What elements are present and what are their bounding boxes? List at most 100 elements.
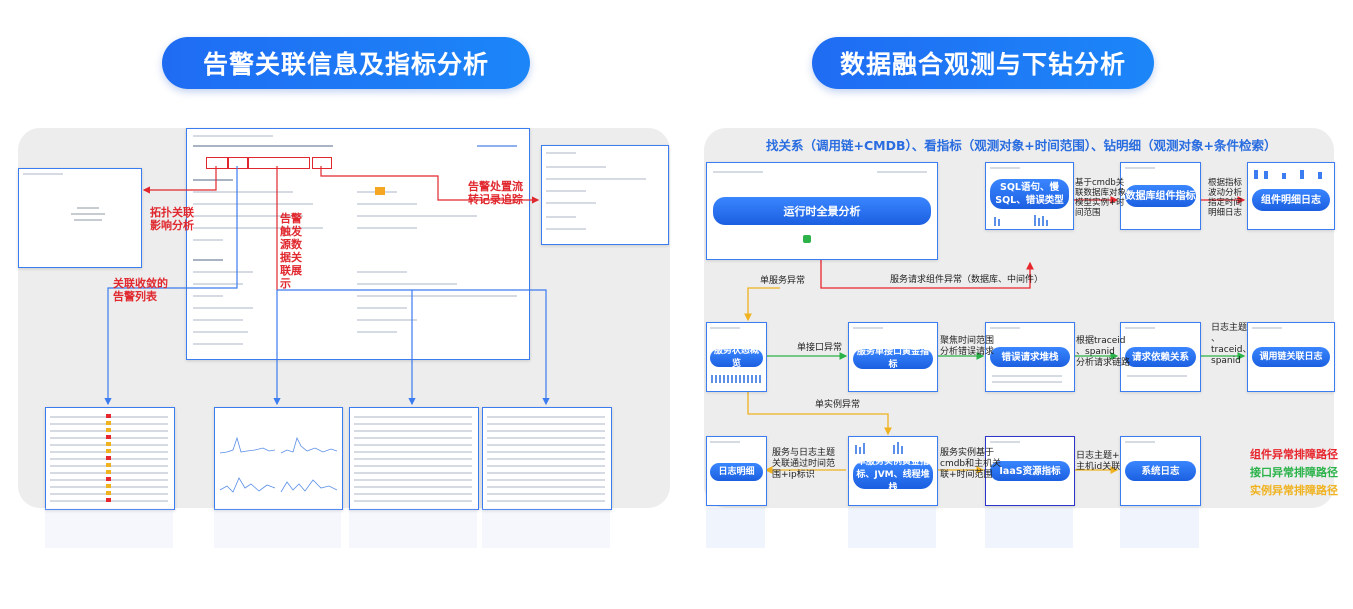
table-row <box>487 465 605 467</box>
flow-record-screenshot <box>541 145 669 245</box>
status-icon <box>803 235 811 243</box>
table-row <box>487 437 605 439</box>
table-row <box>487 416 605 418</box>
table-row <box>487 472 605 474</box>
topology-screenshot <box>18 168 142 268</box>
node-inst[interactable]: 单服务实例黄金指标、JVM、线程堆栈 <box>848 436 938 506</box>
table-row <box>354 472 472 474</box>
annotation-flow: 告警处置流 转记录追踪 <box>468 180 523 206</box>
highlight-box <box>312 157 332 169</box>
legend-instance: 实例异常排障路径 <box>1250 484 1338 497</box>
edge-label-db-log: 根据指标 波动分析 指定时间 明细日志 <box>1208 178 1243 218</box>
edge-label-single-svc: 单服务异常 <box>760 276 806 286</box>
source-data-screenshot <box>349 407 479 510</box>
table-row <box>354 465 472 467</box>
log-detail-button[interactable]: 日志明细 <box>710 463 763 481</box>
table-row <box>487 451 605 453</box>
status-cell <box>106 477 111 481</box>
err-stack-button[interactable]: 错误请求堆栈 <box>990 347 1070 367</box>
node-sql[interactable]: SQL语句、慢SQL、错误类型 <box>985 162 1074 230</box>
alarm-list-screenshot <box>45 407 175 510</box>
db-button[interactable]: 数据库组件指标 <box>1125 185 1196 207</box>
table-row <box>354 416 472 418</box>
table-row <box>354 451 472 453</box>
highlight-box <box>248 157 310 169</box>
comp-log-button[interactable]: 组件明细日志 <box>1252 189 1330 211</box>
table-row <box>487 486 605 488</box>
edge-label-inst-iaas: 服务实例基于 cmdb和主机关 联+时间范围 <box>940 448 1002 480</box>
node-overview[interactable]: 运行时全景分析 <box>706 162 938 260</box>
table-row <box>487 479 605 481</box>
status-cell <box>106 456 111 460</box>
node-err-stack[interactable]: 错误请求堆栈 <box>985 322 1075 392</box>
status-cell <box>106 498 111 502</box>
highlight-box <box>228 157 248 169</box>
table-row <box>354 430 472 432</box>
annotation-source: 告警 触发 源数 据关 联展 示 <box>280 212 302 290</box>
node-log-detail[interactable]: 日志明细 <box>706 436 767 506</box>
edge-label-traceid: 根据traceid 、spanid 分析请求链路 <box>1076 336 1131 368</box>
table-row <box>354 493 472 495</box>
table-row <box>354 500 472 502</box>
table-row <box>487 500 605 502</box>
status-cell <box>106 463 111 467</box>
right-title-text: 数据融合观测与下钻分析 <box>839 50 1126 79</box>
inst-mini-bars <box>855 442 903 454</box>
right-connectors <box>744 196 1246 474</box>
status-cell <box>106 442 111 446</box>
edge-label-single-if: 单接口异常 <box>797 343 843 353</box>
metric-chart-screenshot <box>214 407 343 510</box>
status-cell <box>106 414 111 418</box>
mini-bars <box>711 375 761 383</box>
table-row <box>487 444 605 446</box>
sql-button[interactable]: SQL语句、慢SQL、错误类型 <box>990 179 1069 209</box>
status-cell <box>106 491 111 495</box>
svc-status-button[interactable]: 服务状态概览 <box>710 346 763 369</box>
trace-log-button[interactable]: 调用链关联日志 <box>1252 347 1330 367</box>
left-connectors <box>104 166 550 406</box>
syslog-button[interactable]: 系统日志 <box>1125 461 1196 481</box>
node-svc-status[interactable]: 服务状态概览 <box>706 322 767 392</box>
table-row <box>487 423 605 425</box>
table-row <box>354 479 472 481</box>
node-db[interactable]: 数据库组件指标 <box>1120 162 1201 230</box>
overview-button[interactable]: 运行时全景分析 <box>713 197 931 225</box>
node-svc-if[interactable]: 服务单接口黄金指标 <box>848 322 938 392</box>
node-iaas[interactable]: IaaS资源指标 <box>985 436 1075 506</box>
status-cell <box>106 421 111 425</box>
req-dep-button[interactable]: 请求依赖关系 <box>1125 347 1196 367</box>
status-cell <box>106 470 111 474</box>
record-list-screenshot <box>482 407 612 510</box>
table-row <box>354 423 472 425</box>
node-syslog[interactable]: 系统日志 <box>1120 436 1201 506</box>
edge-label-svc-err: 服务请求组件异常（数据库、中间件） <box>890 275 1044 285</box>
status-cell <box>106 484 111 488</box>
highlight-box <box>206 157 228 169</box>
iaas-button[interactable]: IaaS资源指标 <box>990 461 1070 481</box>
annotation-alarms: 关联收敛的 告警列表 <box>113 277 168 303</box>
edge-label-single-inst: 单实例异常 <box>815 400 861 410</box>
table-row <box>354 444 472 446</box>
status-cell <box>106 435 111 439</box>
edge-label-range: 聚焦时间范围 分析错误请求 <box>940 336 995 357</box>
right-title: 数据融合观测与下钻分析 <box>812 37 1154 89</box>
inst-button[interactable]: 单服务实例黄金指标、JVM、线程堆栈 <box>853 457 933 493</box>
comp-log-mini-bars <box>1254 170 1322 179</box>
node-trace-log[interactable]: 调用链关联日志 <box>1247 322 1335 392</box>
node-comp-log[interactable]: 组件明细日志 <box>1247 162 1335 230</box>
edge-label-svc-log: 服务与日志主题 关联通过时间范 围+ip标识 <box>772 448 836 480</box>
legend-interface: 接口异常排障路径 <box>1250 466 1338 479</box>
edge-label-host-log: 日志主题+ 主机id关联 <box>1076 451 1121 472</box>
table-row <box>354 458 472 460</box>
sql-mini-bars <box>994 215 1048 226</box>
right-subtitle: 找关系（调用链+CMDB）、看指标（观测对象+时间范围）、钻明细（观测对象+条件… <box>766 138 1277 153</box>
node-req-dep[interactable]: 请求依赖关系 <box>1120 322 1201 392</box>
status-cell <box>106 449 111 453</box>
edge-label-log-theme: 日志主题 、 traceid、 spanid <box>1211 323 1252 366</box>
table-row <box>354 437 472 439</box>
annotation-topology: 拓扑关联 影响分析 <box>150 206 194 232</box>
svc-if-button[interactable]: 服务单接口黄金指标 <box>853 347 933 370</box>
metric-mini-chart <box>219 436 338 493</box>
alarm-detail-screenshot <box>186 128 530 360</box>
status-cell <box>106 428 111 432</box>
